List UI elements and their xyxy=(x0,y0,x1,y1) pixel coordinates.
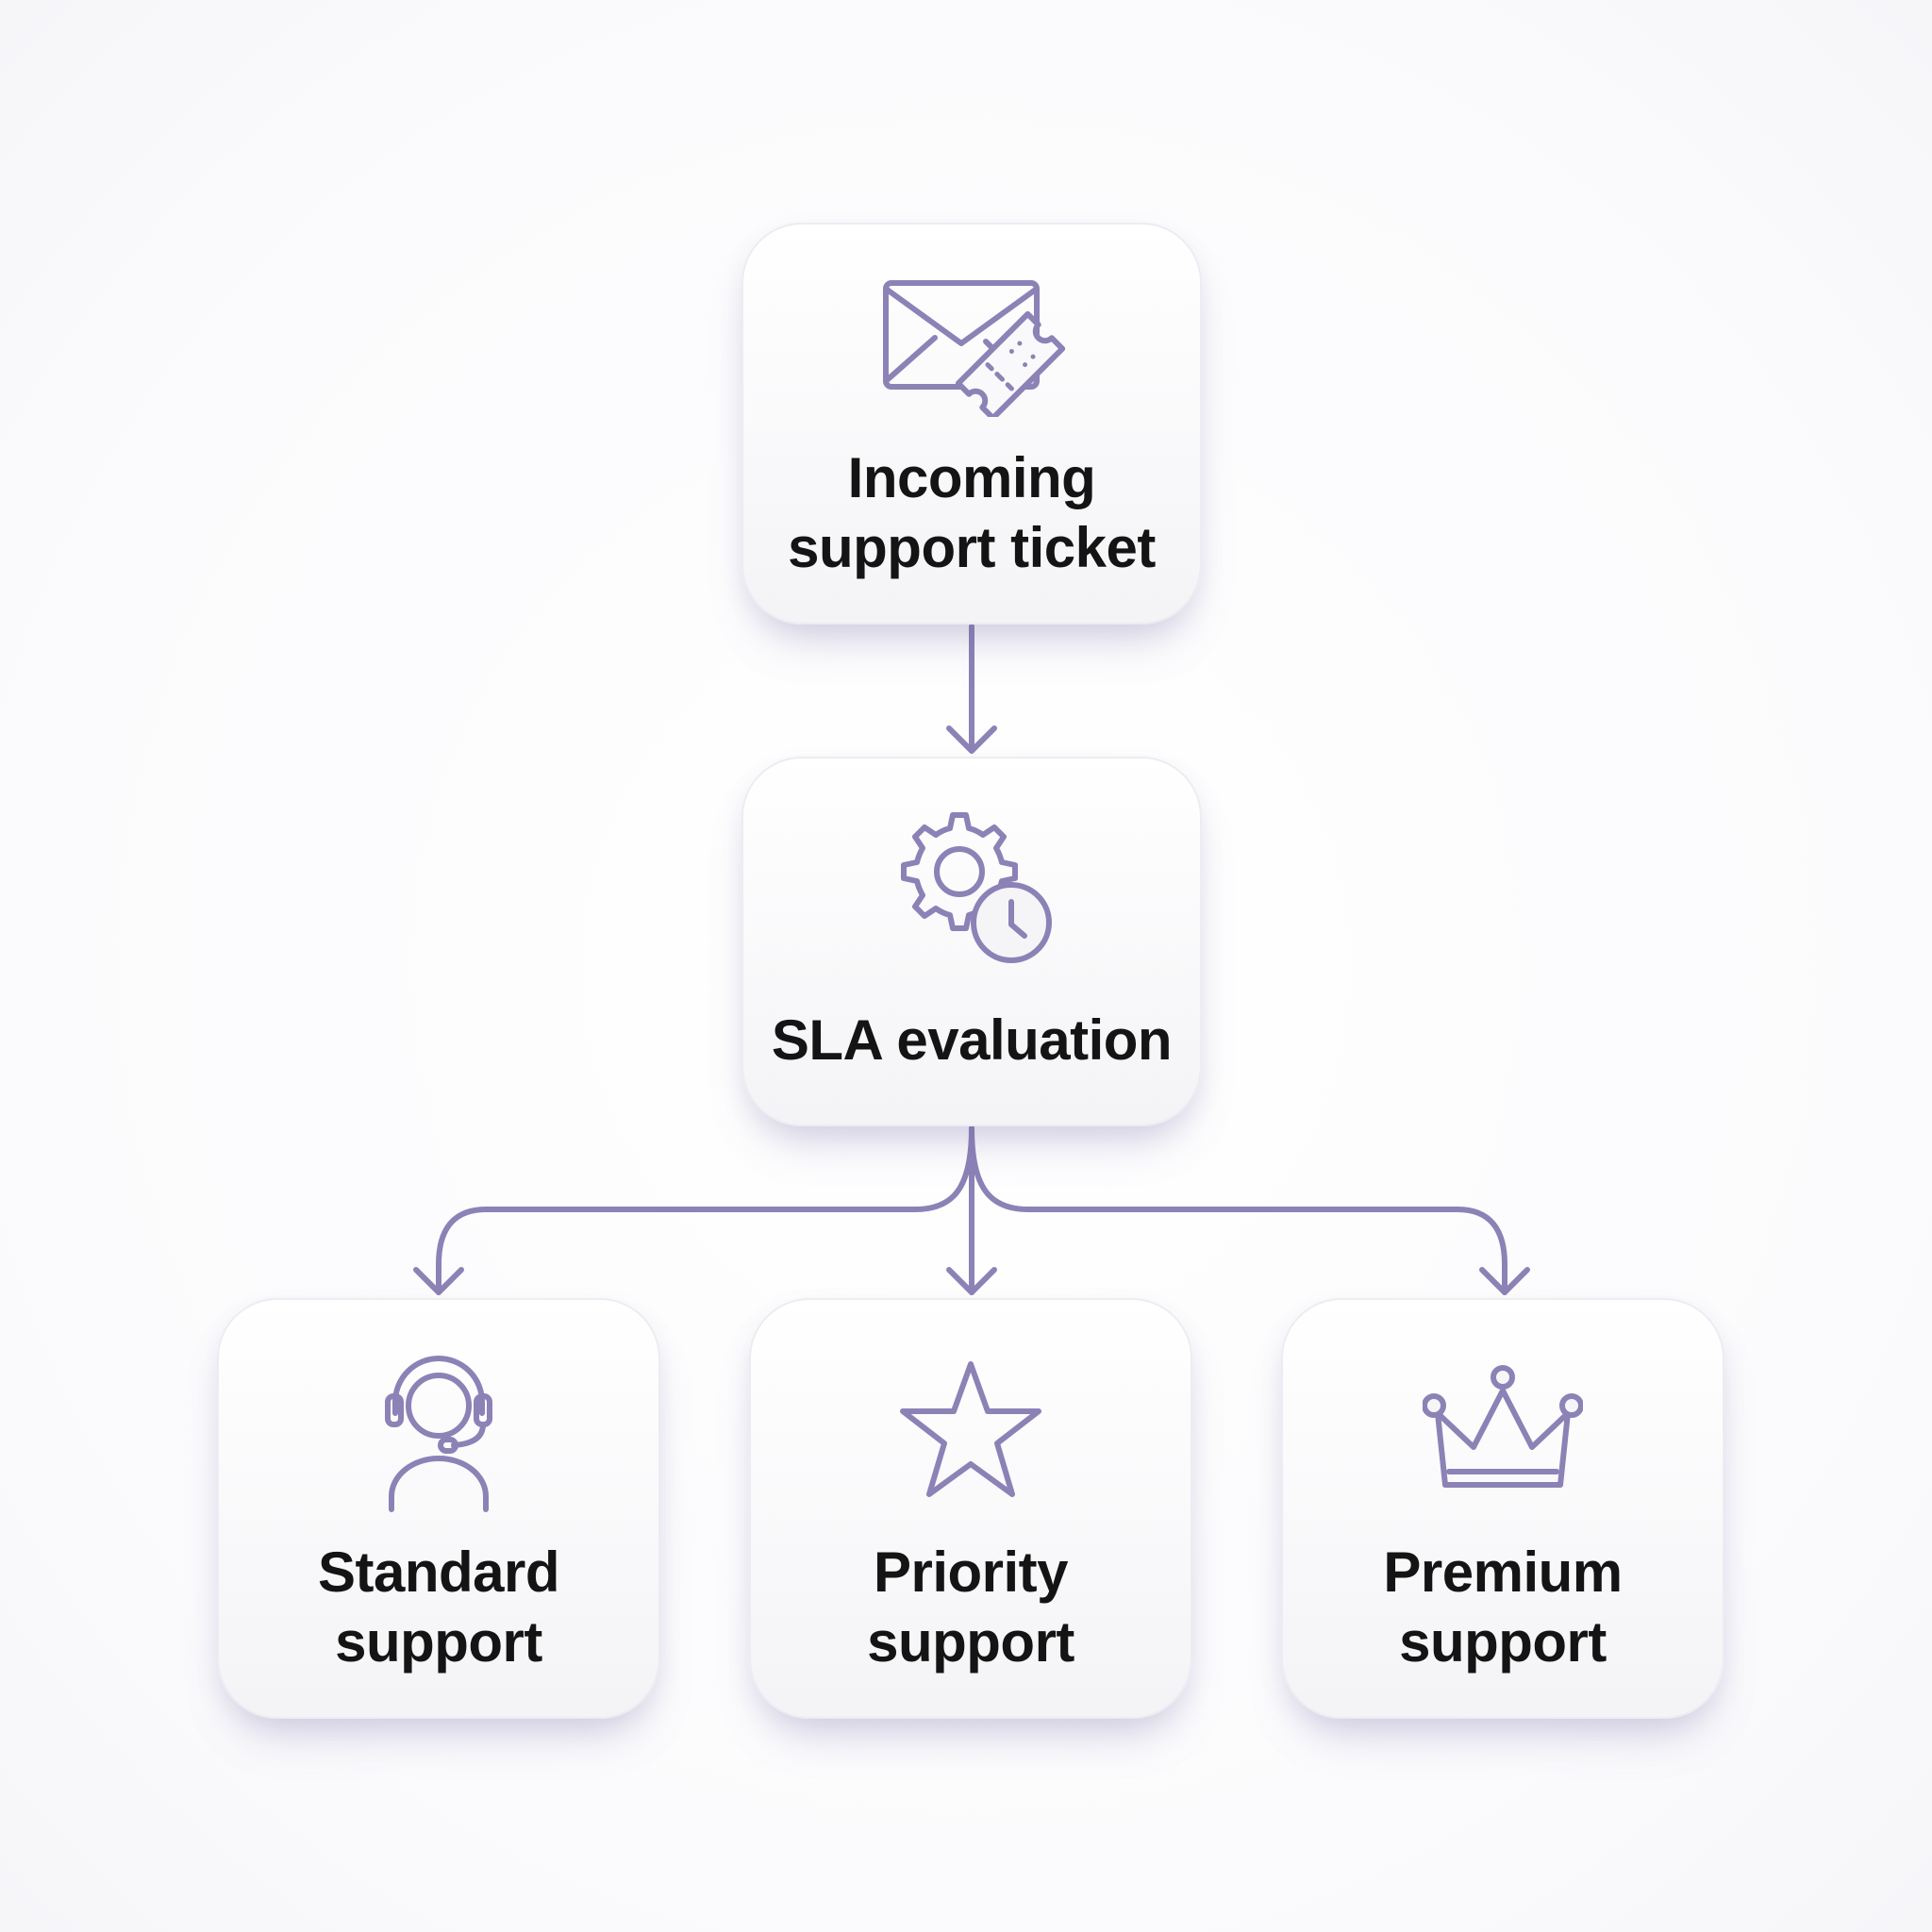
node-priority-support: Priority support xyxy=(749,1298,1192,1719)
arrowhead-premium xyxy=(1479,1267,1530,1295)
node-label: Priority support xyxy=(867,1541,1074,1674)
node-incoming-support-ticket: Incoming support ticket xyxy=(741,223,1202,625)
headset-agent-icon xyxy=(373,1353,505,1513)
star-icon xyxy=(895,1353,1046,1513)
envelope-ticket-icon xyxy=(873,275,1071,417)
node-standard-support: Standard support xyxy=(217,1298,660,1719)
node-sla-evaluation: SLA evaluation xyxy=(741,757,1202,1126)
node-premium-support: Premium support xyxy=(1281,1298,1724,1719)
node-label: SLA evaluation xyxy=(771,1008,1173,1072)
edge-sla-to-standard xyxy=(436,1125,974,1295)
arrowhead-standard xyxy=(413,1267,464,1295)
node-label: Premium support xyxy=(1383,1541,1623,1674)
node-label: Standard support xyxy=(317,1541,560,1674)
edge-sla-to-premium xyxy=(969,1125,1507,1295)
arrowhead-sla xyxy=(946,725,997,754)
node-label: Incoming support ticket xyxy=(788,446,1156,579)
gear-clock-icon xyxy=(887,809,1057,970)
crown-icon xyxy=(1423,1353,1583,1513)
arrowhead-priority xyxy=(946,1267,997,1295)
